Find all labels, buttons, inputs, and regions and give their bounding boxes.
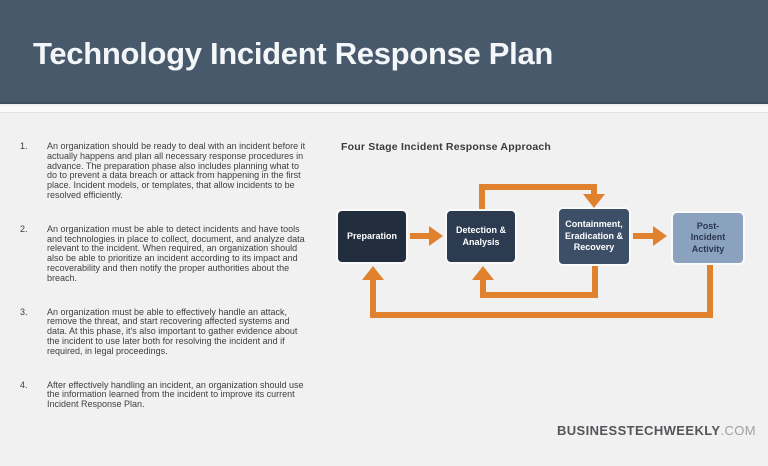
note-text: An organization should be ready to deal … (47, 141, 306, 200)
stage-box-containment-eradication-recovery: Containment, Eradication & Recovery (557, 207, 631, 266)
note-item-1: 1. An organization should be ready to de… (20, 141, 307, 201)
diagram-title: Four Stage Incident Response Approach (341, 141, 552, 153)
note-item-3: 3. An organization must be able to effec… (20, 306, 307, 357)
note-text: After effectively handling an incident, … (47, 379, 304, 410)
note-item-4: 4. After effectively handling an inciden… (20, 379, 307, 410)
arrow-detection-to-containment-drop (591, 184, 597, 196)
arrow-prep-to-detection-line (410, 233, 430, 239)
arrow-detection-to-containment-horizontal (479, 184, 597, 190)
note-number: 1. (20, 141, 28, 151)
arrow-detection-to-containment-vertical (479, 186, 485, 209)
arrow-right-icon (653, 226, 667, 246)
page-title: Technology Incident Response Plan (33, 36, 554, 71)
note-text: An organization must be able to detect i… (47, 223, 305, 283)
note-number: 2. (20, 223, 28, 234)
stage-box-detection-analysis: Detection & Analysis (445, 209, 517, 264)
arrow-right-icon (429, 226, 443, 246)
header-divider (0, 106, 768, 113)
note-item-2: 2. An organization must be able to detec… (20, 223, 307, 284)
stage-box-post-incident-activity: Post-Incident Activity (671, 211, 745, 265)
arrow-post-to-prep-rise (370, 280, 376, 314)
incident-response-flowchart: Four Stage Incident Response Approach Pr… (330, 135, 768, 340)
arrow-up-icon (472, 266, 494, 280)
brand-name: BUSINESSTECHWEEKLY (556, 423, 721, 438)
arrow-post-to-prep-horizontal (370, 312, 713, 318)
arrow-containment-to-detection-horizontal (480, 292, 598, 298)
arrow-containment-to-post-line (633, 233, 654, 239)
arrow-containment-to-detection-drop (592, 266, 598, 298)
header-bar: Technology Incident Response Plan (0, 0, 768, 104)
arrow-up-icon (362, 266, 384, 280)
brand-logo: BUSINESSTECHWEEKLY.COM (557, 423, 756, 438)
note-text: An organization must be able to effectiv… (47, 306, 298, 356)
note-number: 3. (20, 306, 28, 317)
note-number: 4. (20, 379, 28, 390)
arrow-post-to-prep-drop (707, 265, 713, 318)
stage-box-preparation: Preparation (336, 209, 408, 264)
brand-suffix: .COM (720, 423, 756, 438)
numbered-notes-list: 1. An organization should be ready to de… (20, 141, 307, 434)
arrow-containment-to-detection-rise (480, 280, 486, 294)
arrow-down-icon (583, 194, 605, 208)
